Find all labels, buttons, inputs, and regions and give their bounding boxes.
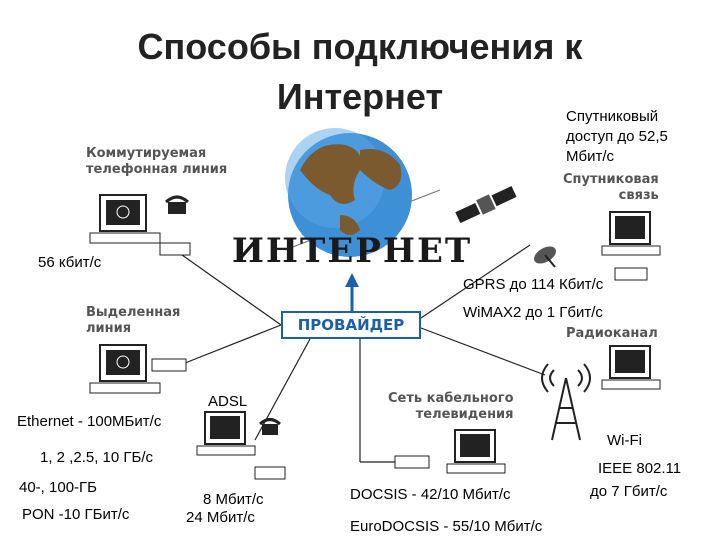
- internet-label: ИНТЕРНЕТ: [232, 231, 472, 271]
- ieee-speed-1: IEEE 802.11: [598, 460, 682, 477]
- adsl-speed-1: 8 Мбит/с: [203, 491, 264, 508]
- slide-title: Способы подключения к Интернет: [0, 22, 720, 122]
- wimax-speed: WiMAX2 до 1 Гбит/с: [463, 304, 603, 321]
- dialup-label: Коммутируемая телефонная линия: [86, 146, 228, 177]
- gprs-speed: GPRS до 114 Кбит/с: [463, 276, 604, 293]
- adsl-computer-icon: [196, 411, 256, 456]
- provider-arrow: [345, 273, 359, 311]
- satellite-dish-icon: [534, 246, 556, 268]
- leased-computer-icon: [89, 344, 187, 394]
- adsl-speed-2: 24 Мбит/с: [186, 509, 255, 526]
- docsis-speed: DOCSIS - 42/10 Мбит/с: [350, 486, 511, 503]
- telephone-icon: [164, 195, 190, 214]
- adsl-modem-icon: [254, 466, 286, 480]
- dialup-speed: 56 кбит/с: [38, 254, 102, 271]
- satellite-node-label: Спутниковая связь: [563, 172, 659, 203]
- connection-lines: [174, 189, 546, 463]
- provider-box: ПРОВАЙДЕР: [281, 311, 421, 339]
- ethernet-gb-speed: 1, 2 ,2.5, 10 ГБ/с: [40, 449, 154, 466]
- title-line-2: Интернет: [276, 76, 444, 117]
- radio-label: Радиоканал: [566, 326, 658, 341]
- adsl-phone-icon: [258, 418, 282, 435]
- cable-computer-icon: [446, 429, 506, 474]
- satellite-icon: [455, 186, 517, 224]
- adsl-label: ADSL: [208, 393, 248, 410]
- leased-label: Выделенная линия: [86, 305, 181, 336]
- cable-modem-icon: [394, 455, 430, 469]
- eurodocsis-speed: EuroDOCSIS - 55/10 Мбит/с: [350, 518, 543, 535]
- satellite-computer-icon: [601, 211, 661, 281]
- ethernet-speed: Ethernet - 100МБит/с: [17, 413, 162, 430]
- satellite-speed: Спутниковый доступ до 52,5 Мбит/с: [566, 108, 668, 165]
- wifi-label: Wi-Fi: [607, 432, 642, 449]
- ieee-speed-2: до 7 Гбит/с: [590, 483, 668, 500]
- radio-computer-icon: [601, 345, 661, 390]
- cable-label: Сеть кабельного телевидения: [388, 391, 514, 422]
- dialup-computer-icon: [89, 194, 191, 256]
- pon-speed-2: PON -10 ГБит/с: [22, 506, 130, 523]
- pon-speed-1: 40-, 100-ГБ: [19, 479, 98, 496]
- title-line-1: Способы подключения к: [137, 26, 583, 67]
- globe-icon: [285, 128, 412, 257]
- radio-tower-icon: [541, 363, 591, 441]
